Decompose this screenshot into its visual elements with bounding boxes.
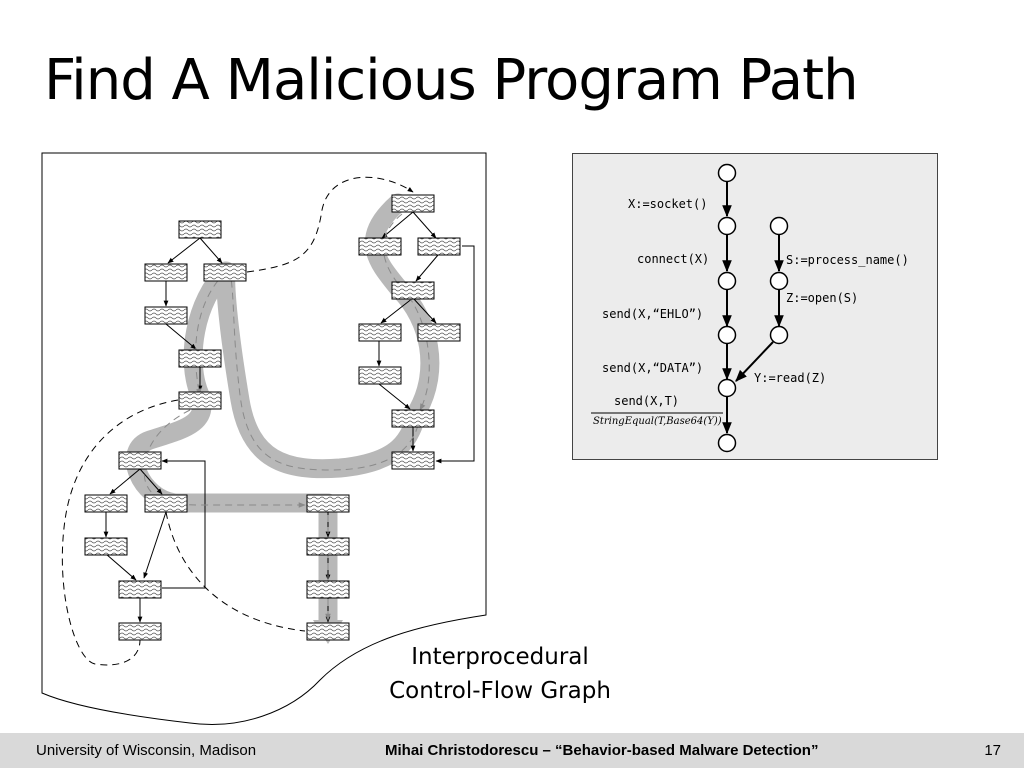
- cfg-node: [358, 366, 402, 385]
- trace-state: [717, 163, 737, 183]
- cfg-node: [358, 323, 402, 342]
- cfg-node: [203, 263, 247, 282]
- cfg-node: [84, 537, 128, 556]
- trace-state: [769, 271, 789, 291]
- cfg-edges: [103, 211, 475, 623]
- cfg-node: [391, 451, 435, 470]
- stmt-send-ehlo: send(X,“EHLO”): [602, 307, 704, 321]
- trace-state: [717, 433, 737, 453]
- cfg-node: [144, 306, 188, 325]
- cfg-node: [118, 451, 162, 470]
- cfg-node: [306, 622, 350, 641]
- footer-page-number: 17: [984, 742, 1001, 759]
- cfg-caption: Interprocedural Control-Flow Graph: [360, 640, 640, 708]
- stmt-condition: StringEqual(T,Base64(Y)): [593, 416, 722, 427]
- cfg-node: [144, 263, 188, 282]
- caption-line-2: Control-Flow Graph: [389, 678, 611, 704]
- stmt-send-data: send(X,“DATA”): [602, 361, 704, 375]
- cfg-node: [306, 494, 350, 513]
- stmt-process-name: S:=process_name(): [786, 253, 909, 267]
- slide-footer: University of Wisconsin, Madison Mihai C…: [0, 733, 1024, 768]
- cfg-node: [178, 220, 222, 239]
- trace-state: [717, 271, 737, 291]
- cfg-node: [306, 580, 350, 599]
- cfg-node: [358, 237, 402, 256]
- cfg-diagram: [41, 152, 487, 725]
- stmt-socket: X:=socket(): [628, 197, 708, 211]
- stmt-connect: connect(X): [637, 252, 710, 266]
- stmt-send-t: send(X,T): [614, 394, 680, 408]
- malicious-trace-panel: X:=socket() connect(X) S:=process_name()…: [572, 153, 938, 460]
- trace-state: [717, 325, 737, 345]
- trace-state: [769, 216, 789, 236]
- call-edges: [61, 176, 414, 666]
- trace-graph: [591, 163, 789, 453]
- cfg-node: [178, 349, 222, 368]
- cfg-nodes: [84, 194, 461, 641]
- footer-talk-title: Mihai Christodorescu – “Behavior-based M…: [385, 742, 819, 759]
- cfg-node: [144, 494, 188, 513]
- caption-line-1: Interprocedural: [411, 644, 589, 670]
- cfg-node: [178, 391, 222, 410]
- trace-state: [717, 378, 737, 398]
- stmt-read: Y:=read(Z): [754, 371, 827, 385]
- cfg-node: [391, 409, 435, 428]
- trace-state: [717, 216, 737, 236]
- cfg-node: [391, 281, 435, 300]
- cfg-node: [417, 237, 461, 256]
- cfg-node: [391, 194, 435, 213]
- cfg-node: [118, 580, 162, 599]
- stmt-open: Z:=open(S): [786, 291, 859, 305]
- cfg-node: [118, 622, 162, 641]
- slide-title: Find A Malicious Program Path: [44, 48, 859, 113]
- cfg-node: [84, 494, 128, 513]
- cfg-node: [417, 323, 461, 342]
- cfg-node: [306, 537, 350, 556]
- footer-institution: University of Wisconsin, Madison: [36, 742, 257, 759]
- trace-state: [769, 325, 789, 345]
